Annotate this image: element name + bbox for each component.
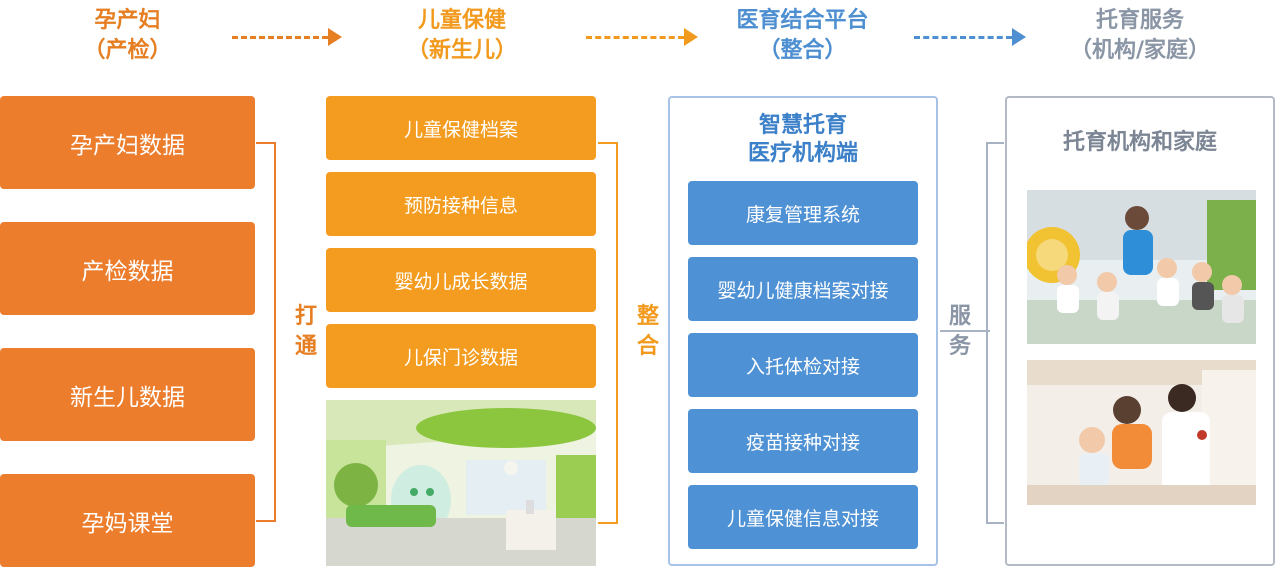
child-care-info-box: 儿童保健信息对接 [688, 485, 918, 549]
header-childcare-sub: （机构/家庭） [1069, 38, 1211, 63]
childcare-panel-title: 托育机构和家庭 [1062, 130, 1217, 155]
connector-label-integrate: 整 合 [636, 302, 660, 362]
header-platform-sub: （整合） [758, 38, 847, 63]
connector-line-3 [940, 330, 990, 332]
header-childcare-title: 托育服务 [1095, 8, 1184, 33]
prenatal-check-data-label: 产检数据 [81, 258, 174, 285]
child-clinic-data-box: 儿保门诊数据 [326, 324, 596, 388]
rehab-system-label: 康复管理系统 [745, 203, 860, 226]
connector-bracket-1 [256, 142, 276, 522]
child-clinic-data-label: 儿保门诊数据 [403, 346, 518, 369]
platform-title-line1: 智慧托育 [758, 113, 847, 138]
header-child-health-title: 儿童保健 [417, 8, 506, 33]
rehab-system-box: 康复管理系统 [688, 181, 918, 245]
child-health-record-label: 儿童保健档案 [403, 118, 518, 141]
mom-class-label: 孕妈课堂 [81, 510, 174, 537]
infant-health-record-label: 婴幼儿健康档案对接 [717, 279, 889, 302]
connector-char: 整 [636, 304, 659, 329]
connector-bracket-2 [598, 142, 618, 524]
header-maternal: 孕产妇 （产检） [40, 6, 215, 66]
header-childcare: 托育服务 （机构/家庭） [1040, 6, 1240, 66]
maternal-data-box: 孕产妇数据 [0, 96, 255, 189]
vaccine-label: 疫苗接种对接 [745, 431, 860, 454]
mom-class-box: 孕妈课堂 [0, 474, 255, 567]
platform-title-line2: 医疗机构端 [747, 141, 858, 166]
connector-bracket-3 [986, 142, 1004, 524]
connector-char: 合 [636, 334, 659, 359]
connector-label-connect: 打 通 [294, 302, 318, 362]
vaccine-box: 疫苗接种对接 [688, 409, 918, 473]
header-maternal-title: 孕产妇 [94, 8, 161, 33]
header-child-health-sub: （新生儿） [406, 38, 517, 63]
platform-panel-title: 智慧托育 医疗机构端 [668, 112, 938, 168]
newborn-data-label: 新生儿数据 [70, 384, 185, 411]
infant-growth-data-box: 婴幼儿成长数据 [326, 248, 596, 312]
arrow-3-icon [914, 27, 1026, 47]
header-platform: 医育结合平台 （整合） [700, 6, 905, 66]
connector-char: 通 [294, 334, 317, 359]
infant-health-record-box: 婴幼儿健康档案对接 [688, 257, 918, 321]
child-health-record-box: 儿童保健档案 [326, 96, 596, 160]
prenatal-check-data-box: 产检数据 [0, 222, 255, 315]
clinic-interior-image [326, 400, 596, 566]
connector-char: 打 [294, 304, 317, 329]
child-care-info-label: 儿童保健信息对接 [726, 507, 879, 530]
header-maternal-sub: （产检） [83, 38, 172, 63]
arrow-2-icon [586, 27, 698, 47]
header-platform-title: 医育结合平台 [736, 8, 869, 33]
infant-growth-data-label: 婴幼儿成长数据 [394, 270, 528, 293]
arrow-1-icon [232, 27, 342, 47]
header-child-health: 儿童保健 （新生儿） [372, 6, 552, 66]
admission-check-label: 入托体检对接 [745, 355, 860, 378]
connector-char: 服 [948, 304, 971, 329]
newborn-data-box: 新生儿数据 [0, 348, 255, 441]
children-group-photo [1027, 190, 1256, 344]
maternal-data-label: 孕产妇数据 [70, 132, 185, 159]
vaccination-info-label: 预防接种信息 [403, 194, 518, 217]
admission-check-box: 入托体检对接 [688, 333, 918, 397]
doctor-child-photo [1027, 360, 1256, 505]
connector-label-service: 服 务 [948, 302, 972, 362]
vaccination-info-box: 预防接种信息 [326, 172, 596, 236]
connector-char: 务 [948, 334, 971, 359]
